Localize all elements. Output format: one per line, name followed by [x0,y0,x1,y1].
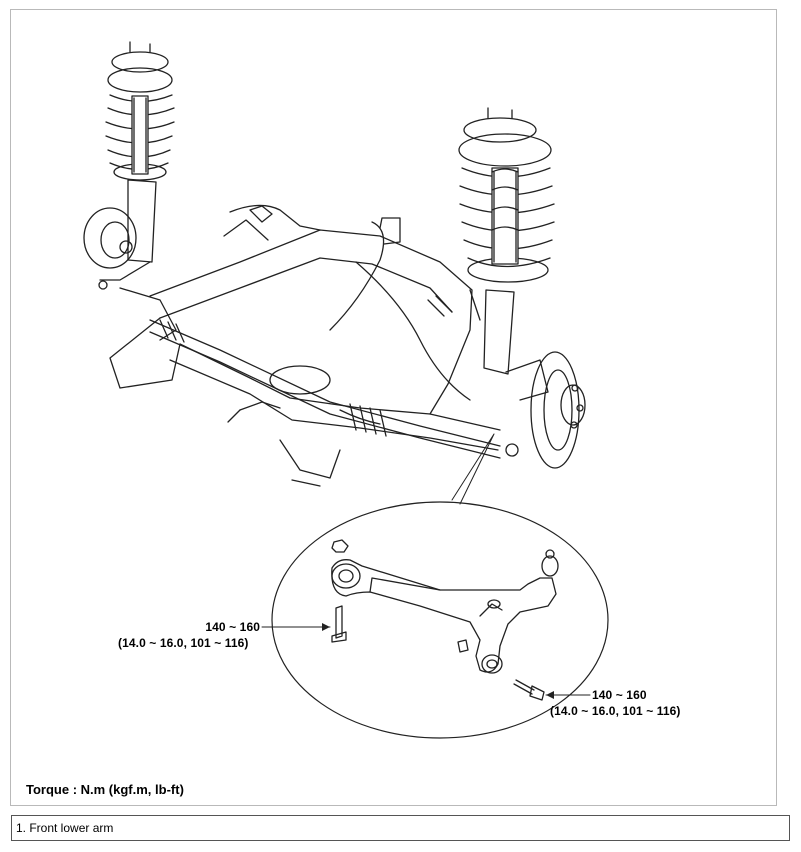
torque-callout-right-detail: (14.0 ~ 16.0, 101 ~ 116) [550,704,681,718]
detail-leader [451,433,495,505]
subframe [109,204,519,487]
torque-callout-left-value: 140 ~ 160 [205,620,260,634]
front-lower-arm [331,539,559,701]
detail-circle [271,501,609,739]
torque-callout-left-detail: (14.0 ~ 16.0, 101 ~ 116) [118,636,249,650]
parts-legend: 1. Front lower arm [11,815,790,841]
left-strut-assembly [83,41,175,290]
torque-callout-right-value: 140 ~ 160 [592,688,647,702]
parts-legend-item: 1. Front lower arm [16,821,114,835]
right-strut-assembly [458,107,586,469]
torque-unit-label: Torque : N.m (kgf.m, lb-ft) [26,782,184,797]
